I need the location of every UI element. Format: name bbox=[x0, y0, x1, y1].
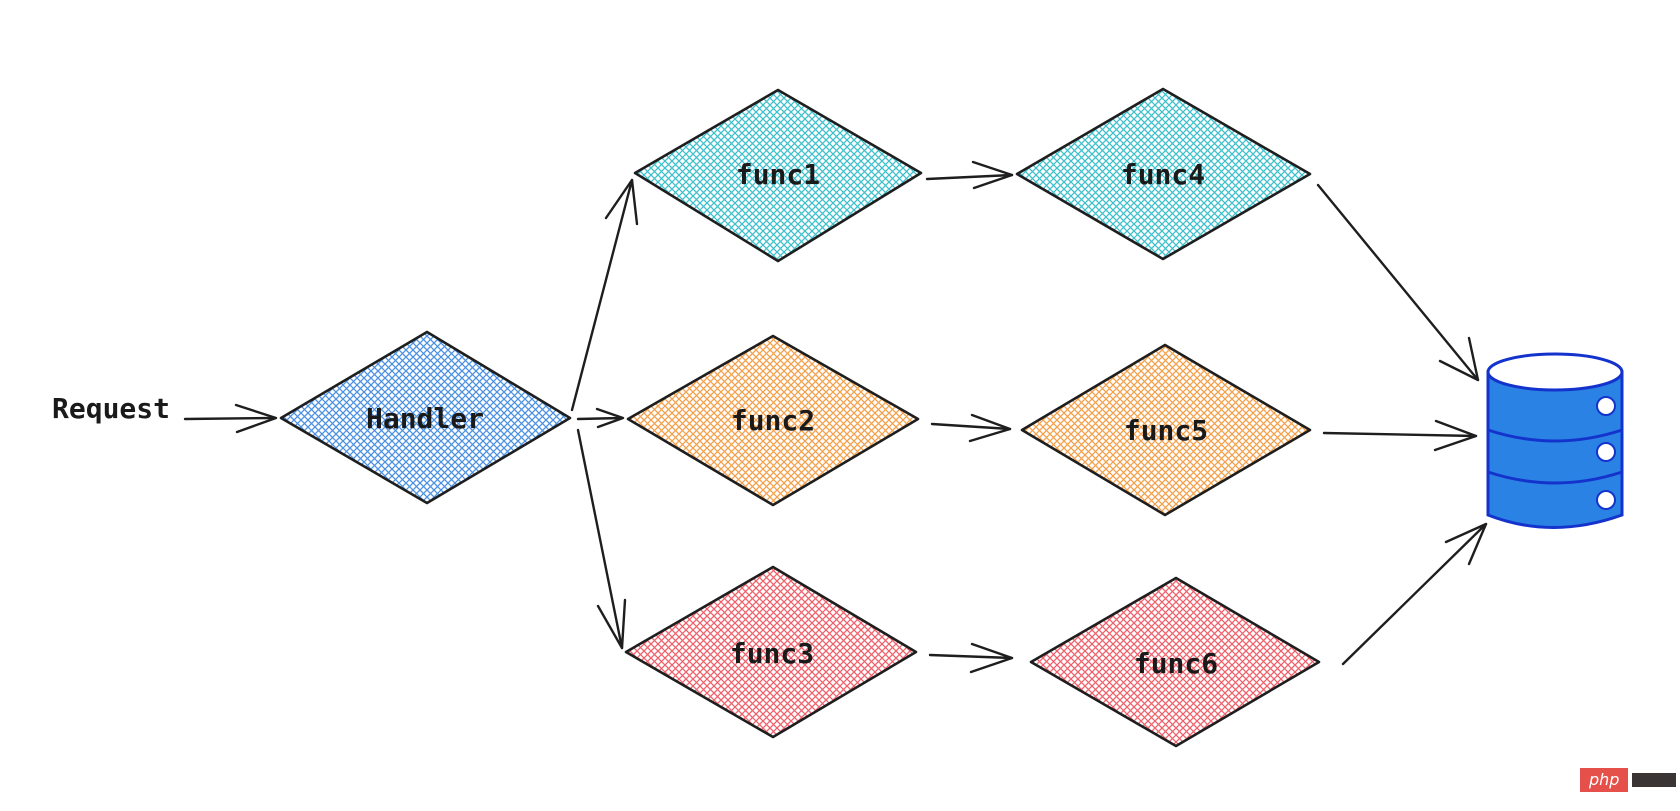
edge-func6-database bbox=[1341, 522, 1488, 666]
node-func1: func1 bbox=[633, 88, 923, 263]
node-label-func2: func2 bbox=[731, 404, 815, 437]
php-logo: php bbox=[1580, 768, 1629, 792]
node-label-func5: func5 bbox=[1124, 414, 1208, 447]
node-label-func3: func3 bbox=[730, 637, 814, 670]
request-label: Request bbox=[52, 392, 170, 425]
edge-func4-database bbox=[1316, 183, 1480, 382]
node-label-func6: func6 bbox=[1134, 647, 1218, 680]
node-func3: func3 bbox=[624, 565, 918, 739]
database-icon bbox=[1486, 352, 1624, 529]
node-handler: Handler bbox=[279, 330, 572, 505]
node-func6: func6 bbox=[1029, 576, 1321, 748]
node-func2: func2 bbox=[626, 334, 920, 507]
edge-handler-func1 bbox=[570, 178, 639, 412]
node-func4: func4 bbox=[1015, 87, 1312, 261]
edge-request-handler bbox=[183, 403, 278, 434]
edge-func5-database bbox=[1322, 419, 1478, 452]
edge-handler-func2 bbox=[576, 407, 625, 429]
edge-func3-func6 bbox=[928, 642, 1014, 674]
edges bbox=[183, 160, 1488, 674]
node-func5: func5 bbox=[1020, 343, 1312, 517]
node-label-func4: func4 bbox=[1121, 158, 1205, 191]
edge-func2-func5 bbox=[930, 413, 1012, 443]
watermark: php bbox=[1580, 768, 1677, 792]
node-label-func1: func1 bbox=[736, 158, 820, 191]
node-label-handler: Handler bbox=[366, 402, 484, 435]
edge-handler-func3 bbox=[576, 428, 627, 650]
edge-func1-func4 bbox=[925, 160, 1014, 190]
watermark-bar bbox=[1632, 773, 1677, 787]
